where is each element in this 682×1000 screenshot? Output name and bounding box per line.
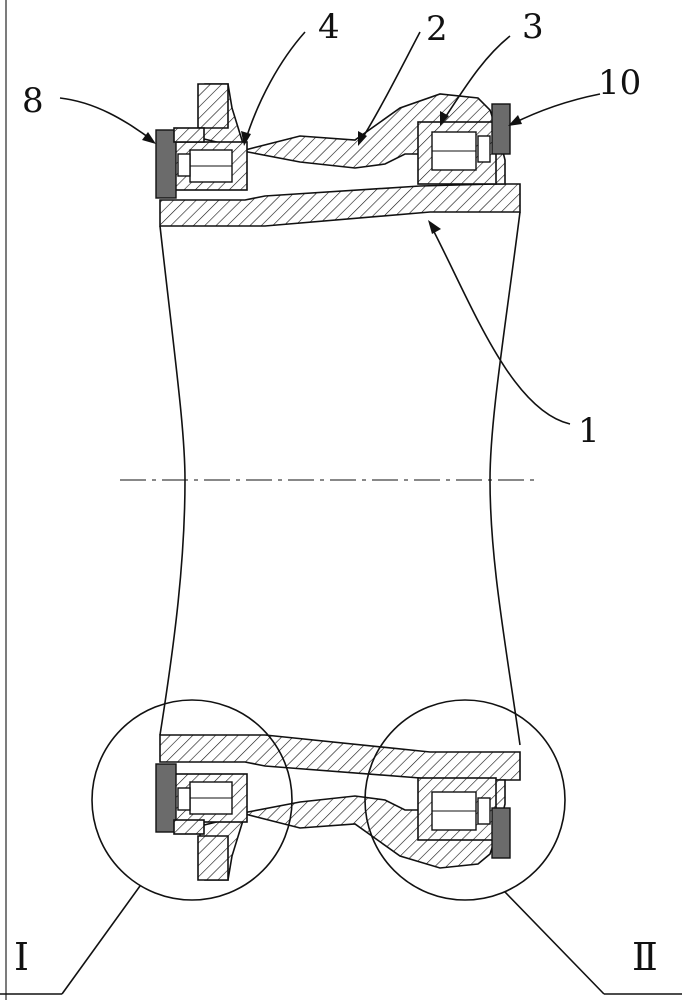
bottom-flange [198, 836, 228, 880]
label-detail-2: Ⅱ [632, 935, 658, 979]
bottom-left-spring [178, 788, 190, 810]
top-left-seal-cap [174, 128, 204, 142]
detail-leader-1 [62, 886, 140, 994]
leader-1 [430, 224, 570, 424]
bottom-left-seal-cap [174, 820, 204, 834]
top-left-spring [178, 154, 190, 176]
bottom-right-seal [492, 808, 510, 858]
bottom-left-seal [156, 764, 176, 832]
label-part-10: 10 [598, 63, 641, 103]
top-left-seal [156, 130, 176, 198]
leader-8 [60, 98, 152, 140]
top-right-seal [492, 104, 510, 154]
leader-10 [512, 94, 600, 124]
top-flange [198, 84, 228, 128]
leader-4 [245, 32, 305, 142]
bottom-right-spring [478, 798, 490, 824]
label-part-3: 3 [522, 7, 544, 47]
label-detail-1: Ⅰ [14, 935, 29, 979]
leader-1-arrow [428, 220, 441, 234]
roller-body-right-profile [490, 212, 520, 745]
detail-leader-2 [505, 892, 604, 994]
top-right-spring [478, 136, 490, 162]
label-part-2: 2 [426, 9, 448, 49]
label-part-4: 4 [318, 7, 340, 47]
label-part-8: 8 [22, 81, 44, 121]
label-part-1: 1 [578, 411, 600, 451]
